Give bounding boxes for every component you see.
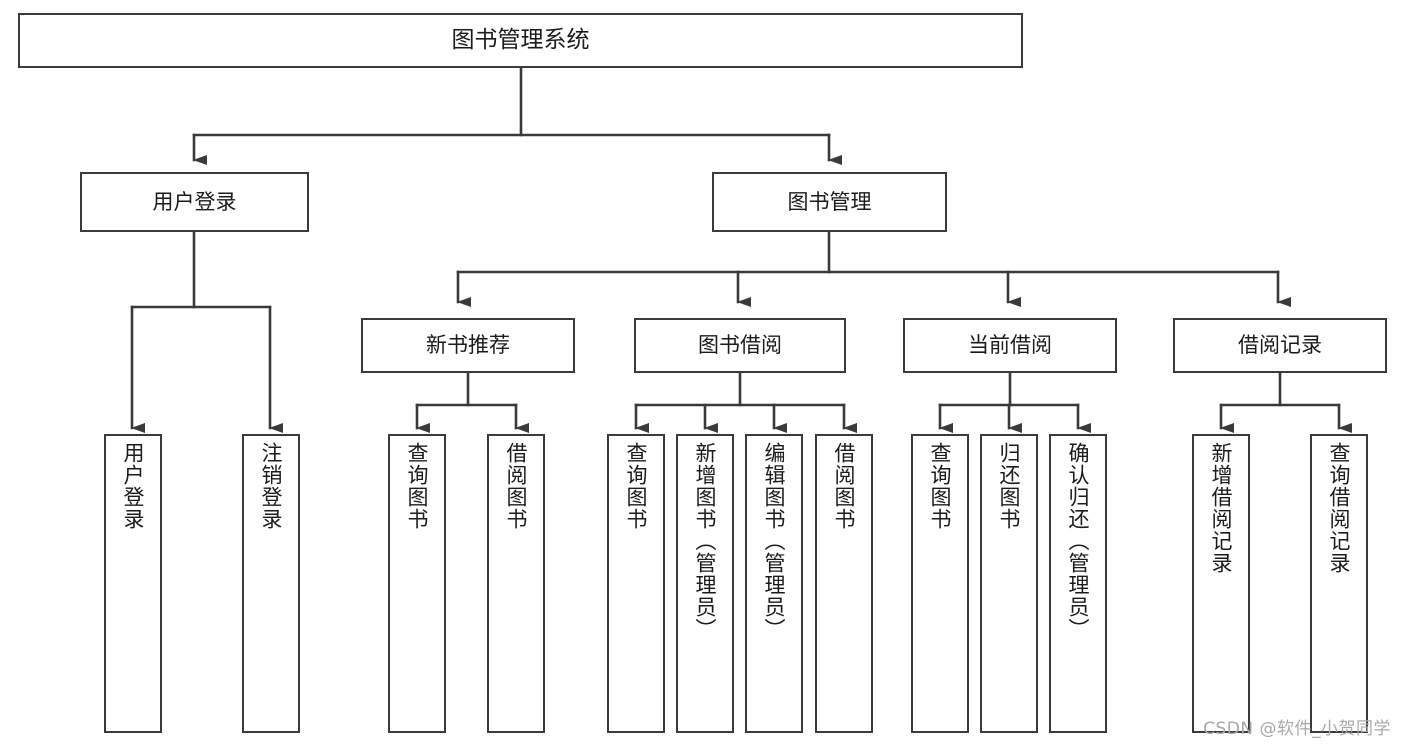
node-label: 编辑图书（管理员） bbox=[762, 442, 787, 640]
node-label: 新增借阅记录 bbox=[1209, 442, 1234, 574]
node-borrow-record[interactable]: 借阅记录 bbox=[1173, 318, 1387, 373]
node-leaf-query-book-1[interactable]: 查询图书 bbox=[388, 434, 446, 733]
node-leaf-add-book-admin[interactable]: 新增图书（管理员） bbox=[676, 434, 734, 733]
node-label: 当前借阅 bbox=[968, 333, 1052, 358]
node-label: 查询图书 bbox=[928, 442, 953, 530]
node-leaf-borrow-book-2[interactable]: 借阅图书 bbox=[815, 434, 873, 733]
node-label: 用户登录 bbox=[152, 189, 237, 214]
node-label: 借阅图书 bbox=[832, 442, 857, 530]
node-label: 图书管理 bbox=[787, 189, 872, 214]
node-label: 图书管理系统 bbox=[451, 26, 590, 53]
node-label: 用户登录 bbox=[121, 442, 146, 530]
node-book-borrow[interactable]: 图书借阅 bbox=[634, 318, 846, 373]
node-book-manage[interactable]: 图书管理 bbox=[712, 172, 947, 232]
node-label: 借阅记录 bbox=[1238, 333, 1322, 358]
node-leaf-query-book-3[interactable]: 查询图书 bbox=[911, 434, 969, 733]
node-book-management-system[interactable]: 图书管理系统 bbox=[18, 13, 1023, 68]
node-leaf-borrow-book-1[interactable]: 借阅图书 bbox=[487, 434, 545, 733]
node-label: 归还图书 bbox=[997, 442, 1022, 530]
node-label: 确认归还（管理员） bbox=[1066, 442, 1091, 640]
node-leaf-query-borrow-record[interactable]: 查询借阅记录 bbox=[1310, 434, 1368, 733]
node-user-login[interactable]: 用户登录 bbox=[80, 172, 309, 232]
node-leaf-confirm-return-admin[interactable]: 确认归还（管理员） bbox=[1049, 434, 1107, 733]
node-leaf-edit-book-admin[interactable]: 编辑图书（管理员） bbox=[745, 434, 803, 733]
node-label: 借阅图书 bbox=[504, 442, 529, 530]
node-label: 查询借阅记录 bbox=[1327, 442, 1352, 574]
node-label: 新增图书（管理员） bbox=[693, 442, 718, 640]
node-new-book-recommend[interactable]: 新书推荐 bbox=[361, 318, 575, 373]
node-current-borrow[interactable]: 当前借阅 bbox=[903, 318, 1117, 373]
node-leaf-query-book-2[interactable]: 查询图书 bbox=[607, 434, 665, 733]
node-label: 图书借阅 bbox=[698, 333, 782, 358]
node-leaf-user-login[interactable]: 用户登录 bbox=[104, 434, 162, 733]
node-leaf-user-logout[interactable]: 注销登录 bbox=[242, 434, 300, 733]
node-leaf-add-borrow-record[interactable]: 新增借阅记录 bbox=[1192, 434, 1250, 733]
node-label: 查询图书 bbox=[405, 442, 430, 530]
node-label: 新书推荐 bbox=[426, 333, 510, 358]
node-label: 注销登录 bbox=[259, 442, 284, 530]
node-label: 查询图书 bbox=[624, 442, 649, 530]
node-leaf-return-book[interactable]: 归还图书 bbox=[980, 434, 1038, 733]
